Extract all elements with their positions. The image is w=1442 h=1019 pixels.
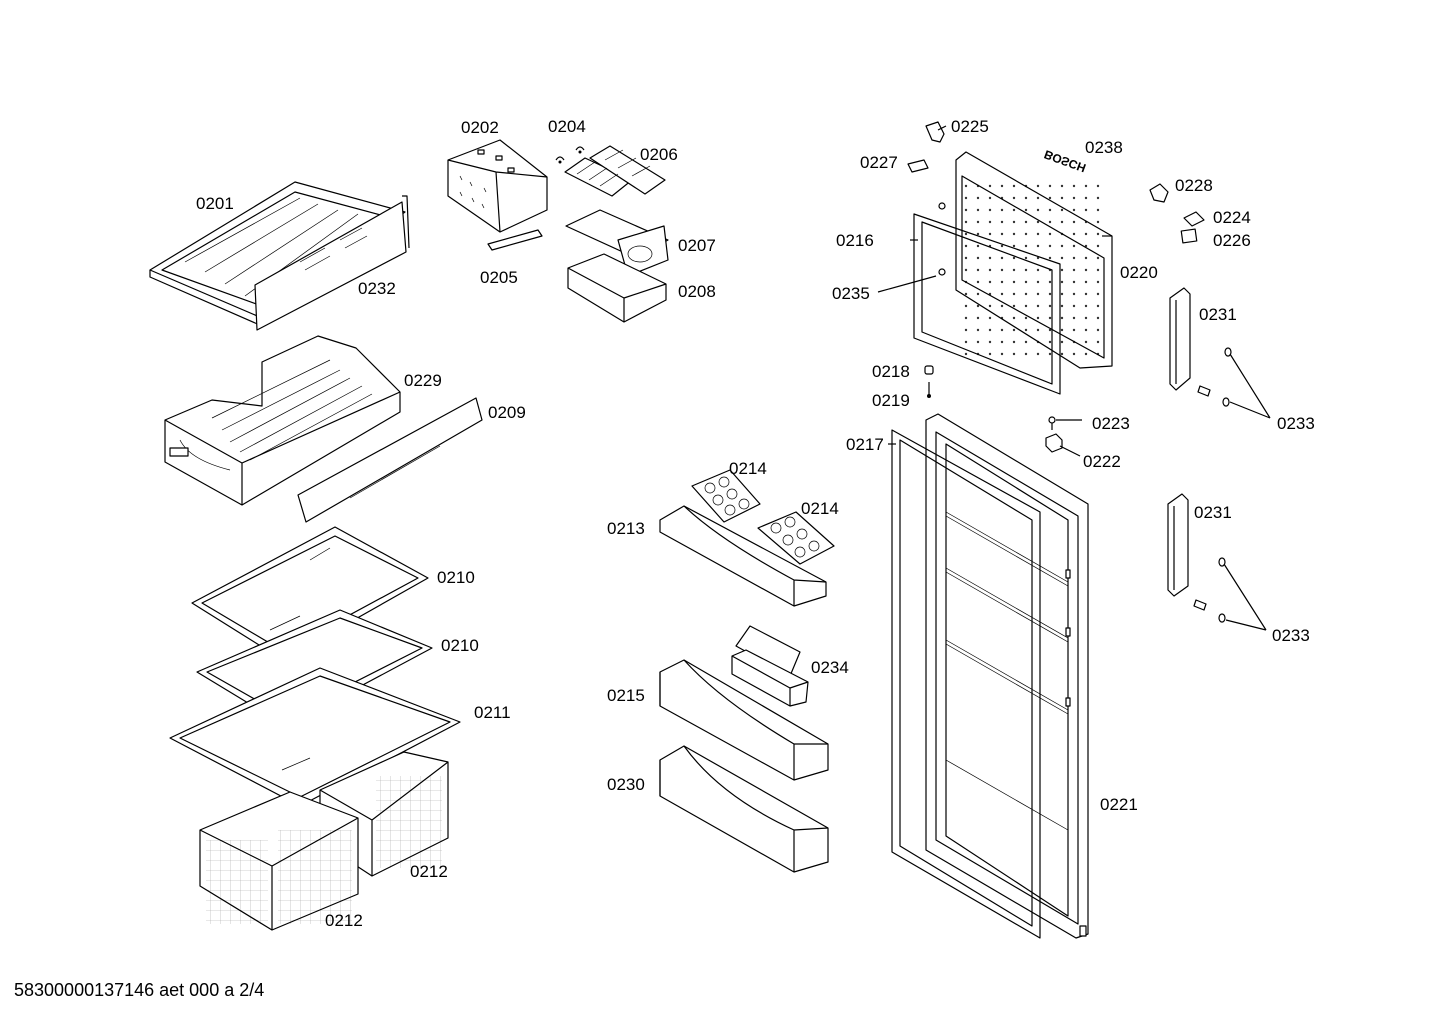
part-0238-logo: BOSCH bbox=[1042, 147, 1088, 175]
part-0230-bottom-door-shelf bbox=[659, 745, 829, 873]
part-0209-drawer-front bbox=[297, 397, 483, 523]
part-0214-egg-tray-1 bbox=[691, 469, 761, 523]
part-0231-hinge-lower bbox=[1167, 493, 1189, 597]
label-0231-upper: 0231 bbox=[1199, 305, 1237, 324]
label-0208: 0208 bbox=[678, 282, 716, 301]
part-0224-cap bbox=[1183, 211, 1205, 227]
label-0206: 0206 bbox=[640, 145, 678, 164]
label-0201: 0201 bbox=[196, 194, 234, 213]
svg-text:BOSCH: BOSCH bbox=[1042, 147, 1088, 175]
part-0208-ice-bin bbox=[567, 253, 667, 323]
label-0227: 0227 bbox=[860, 153, 898, 172]
label-0217: 0217 bbox=[846, 435, 884, 454]
part-0228-hinge-cover bbox=[1149, 183, 1169, 203]
label-0214-1: 0214 bbox=[729, 459, 767, 478]
part-0218-cap bbox=[924, 365, 934, 375]
label-0223: 0223 bbox=[1092, 414, 1130, 433]
part-0207-ice-frame bbox=[565, 209, 669, 277]
label-0220: 0220 bbox=[1120, 263, 1158, 282]
label-0212-rear: 0212 bbox=[410, 862, 448, 881]
label-0202: 0202 bbox=[461, 118, 499, 137]
label-0204: 0204 bbox=[548, 117, 586, 136]
label-0221: 0221 bbox=[1100, 795, 1138, 814]
label-0224: 0224 bbox=[1213, 208, 1251, 227]
part-0225-hinge-cap bbox=[925, 121, 945, 143]
label-0226: 0226 bbox=[1213, 231, 1251, 250]
part-0220-freezer-door bbox=[955, 151, 1113, 369]
part-0227-cover bbox=[907, 159, 929, 173]
part-0235-screw bbox=[938, 202, 946, 276]
label-0210-middle: 0210 bbox=[441, 636, 479, 655]
part-0232-freezer-flap bbox=[254, 195, 410, 331]
label-0215: 0215 bbox=[607, 686, 645, 705]
label-0211: 0211 bbox=[474, 703, 511, 722]
part-0205-strip bbox=[487, 229, 543, 251]
label-0214-2: 0214 bbox=[801, 499, 839, 518]
part-0210-glass-shelf-top bbox=[191, 526, 429, 661]
label-0205: 0205 bbox=[480, 268, 518, 287]
leader-lines bbox=[877, 125, 1271, 631]
label-0229: 0229 bbox=[404, 371, 442, 390]
part-0233-screws-upper bbox=[1197, 347, 1232, 407]
label-0207: 0207 bbox=[678, 236, 716, 255]
part-0234-butter-compartment bbox=[731, 625, 809, 707]
label-0225: 0225 bbox=[951, 117, 989, 136]
part-0221-fridge-door bbox=[925, 413, 1089, 939]
label-0213: 0213 bbox=[607, 519, 645, 538]
label-0218: 0218 bbox=[872, 362, 910, 381]
label-0209: 0209 bbox=[488, 403, 526, 422]
label-0235: 0235 bbox=[832, 284, 870, 303]
label-0228: 0228 bbox=[1175, 176, 1213, 195]
part-0214-egg-tray-2 bbox=[757, 511, 835, 565]
part-0202-bracket bbox=[447, 139, 548, 233]
part-0233-screws-lower bbox=[1193, 557, 1226, 623]
part-0226-cap bbox=[1180, 228, 1198, 244]
label-0233-lower: 0233 bbox=[1272, 626, 1310, 645]
label-0231-lower: 0231 bbox=[1194, 503, 1232, 522]
part-0219-pin bbox=[927, 382, 931, 398]
part-labels: 0201 0232 0202 0204 0206 0205 0207 0208 … bbox=[196, 117, 1315, 930]
part-0213-door-shelf bbox=[659, 505, 827, 607]
document-id: 58300000137146 aet 000 a 2/4 bbox=[14, 980, 265, 1000]
part-0217-fridge-gasket bbox=[891, 429, 1041, 939]
label-0238: 0238 bbox=[1085, 138, 1123, 157]
part-0204-clips bbox=[555, 146, 585, 164]
label-0233-upper: 0233 bbox=[1277, 414, 1315, 433]
part-0211-glass-shelf-bottom bbox=[169, 667, 461, 807]
part-0206-ice-trays bbox=[564, 145, 666, 197]
label-0234: 0234 bbox=[811, 658, 849, 677]
label-0222: 0222 bbox=[1083, 452, 1121, 471]
part-0222-block bbox=[1045, 433, 1063, 453]
part-0212-crisper-front bbox=[199, 791, 359, 931]
part-0229-drawer bbox=[164, 335, 401, 506]
label-0230: 0230 bbox=[607, 775, 645, 794]
label-0232: 0232 bbox=[358, 279, 396, 298]
part-0231-hinge-upper bbox=[1169, 287, 1191, 391]
label-0210-top: 0210 bbox=[437, 568, 475, 587]
label-0216: 0216 bbox=[836, 231, 874, 250]
label-0219: 0219 bbox=[872, 391, 910, 410]
part-0223-screw bbox=[1048, 416, 1056, 430]
label-0212-front: 0212 bbox=[325, 911, 363, 930]
part-0216-freezer-gasket bbox=[913, 213, 1061, 395]
part-0215-door-shelf bbox=[659, 659, 829, 781]
